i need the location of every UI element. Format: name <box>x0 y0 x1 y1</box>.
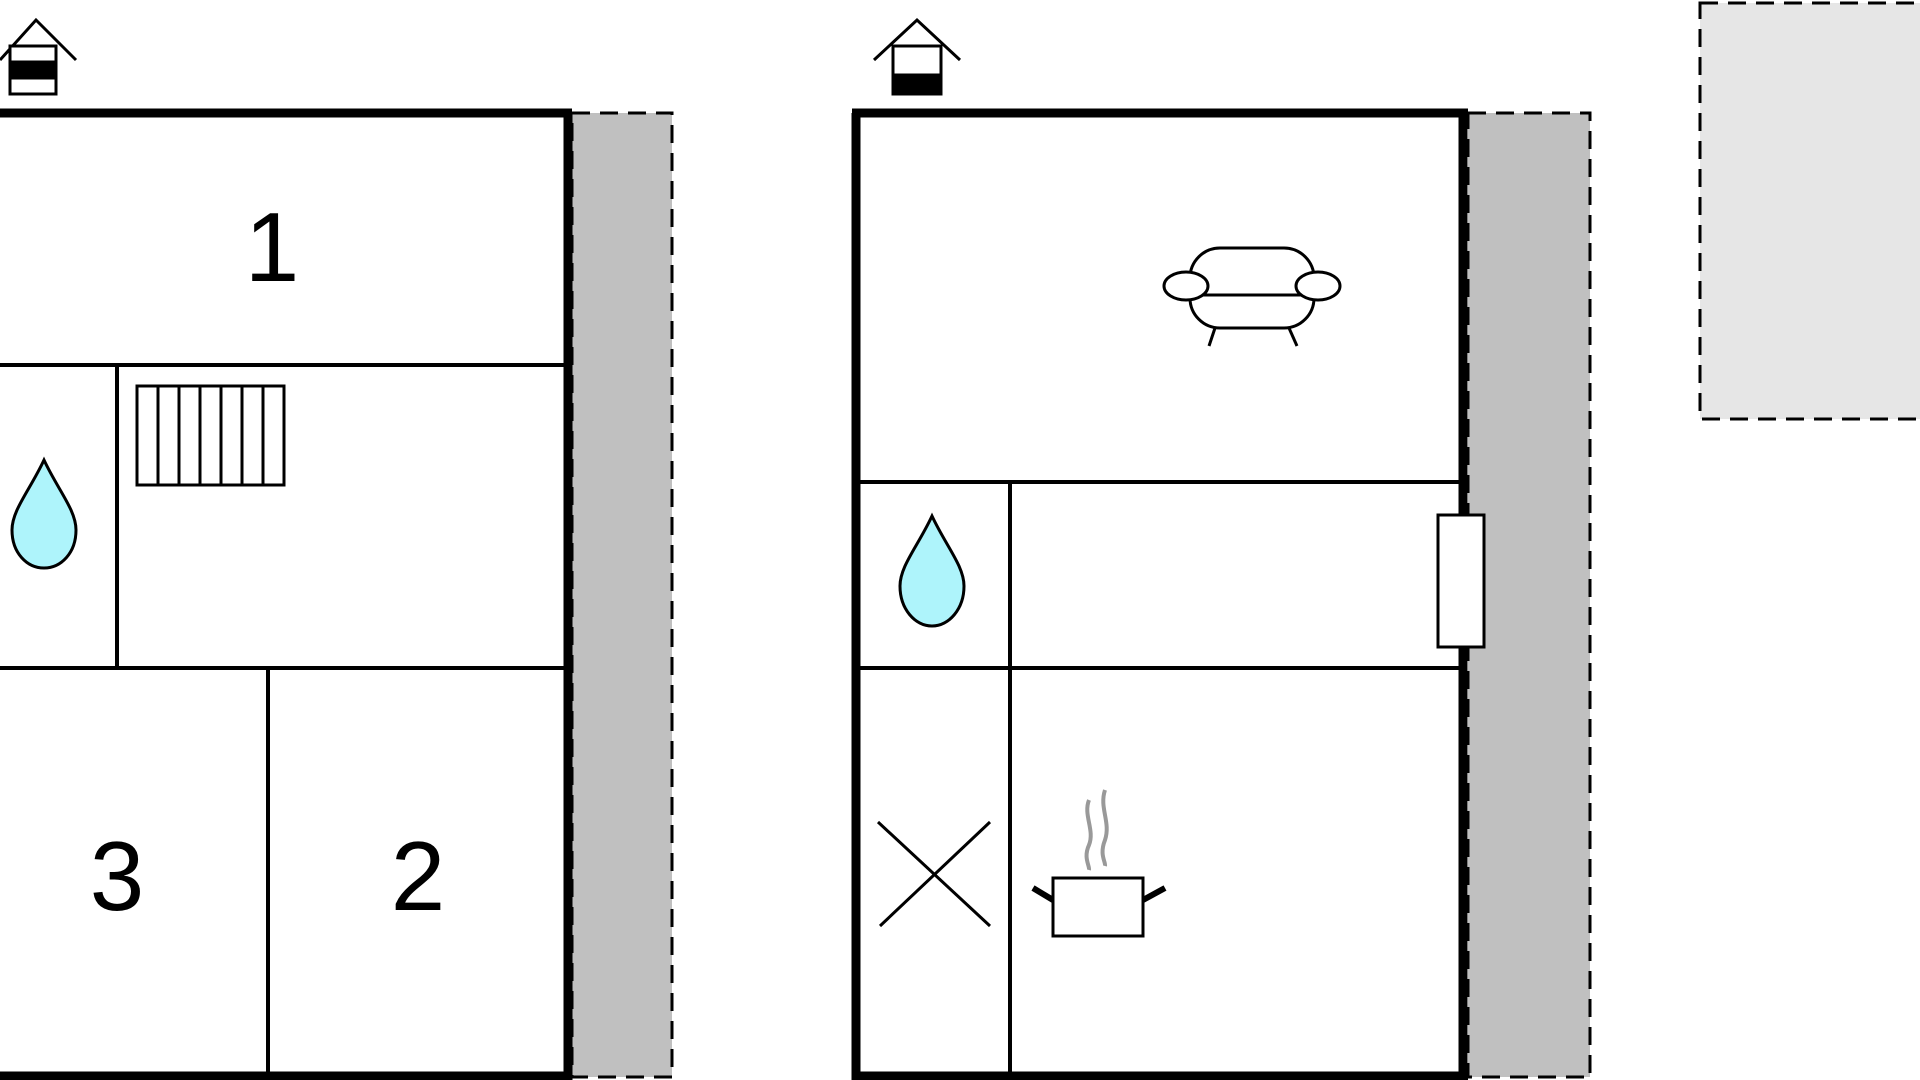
ground-floor-plan <box>851 17 1592 1080</box>
cross-icon <box>876 820 992 928</box>
house-ground-floor-icon <box>872 17 962 96</box>
door-icon <box>1436 513 1486 649</box>
upper-floor-plan: 1 3 2 <box>0 17 674 1080</box>
water-drop-icon <box>10 456 78 570</box>
balcony-area <box>1466 111 1592 1079</box>
upper-floor-outer-walls <box>0 108 573 1080</box>
water-drop-icon <box>898 512 966 628</box>
cooking-pot-icon <box>1031 789 1167 938</box>
house-upper-floor-icon <box>0 17 78 96</box>
room-number-2: 2 <box>391 821 446 931</box>
balcony-area <box>570 111 674 1079</box>
terrace-area <box>1698 1 1920 421</box>
room-number-1: 1 <box>245 192 300 302</box>
radiator-icon <box>135 384 286 487</box>
ground-floor-interior-walls <box>860 480 1459 1076</box>
upper-floor-interior-walls <box>0 363 565 1076</box>
room-number-3: 3 <box>90 821 145 931</box>
sofa-icon <box>1162 246 1342 347</box>
